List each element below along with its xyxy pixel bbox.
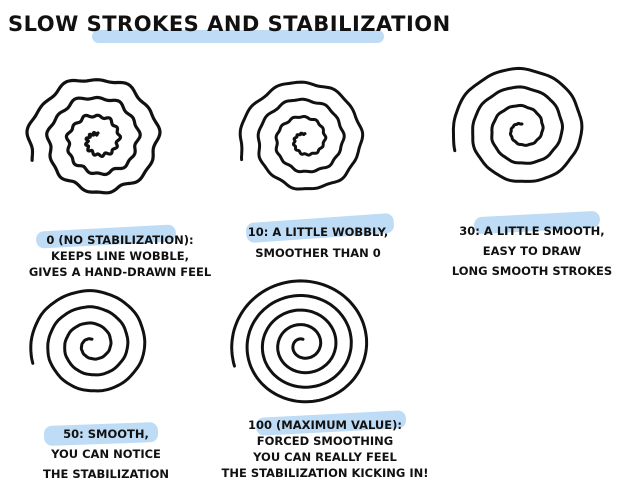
spiral-30 bbox=[451, 66, 584, 183]
caption-line: easy to draw bbox=[482, 244, 582, 258]
caption-line: gives a hand-drawn feel bbox=[28, 265, 212, 279]
caption-line: 50: smooth, bbox=[63, 427, 149, 441]
page-title: Slow strokes and stabilization bbox=[8, 12, 451, 36]
caption-0: 0 (no stabilization): keeps line wobble,… bbox=[29, 232, 211, 280]
caption-line: 30: a little smooth, bbox=[459, 224, 605, 238]
caption-line: the stabilization bbox=[43, 467, 169, 481]
caption-line: you can notice bbox=[51, 447, 161, 461]
title-highlight bbox=[92, 30, 384, 43]
spiral-0 bbox=[25, 78, 162, 195]
caption-line: the stabilization kicking in! bbox=[221, 466, 429, 480]
caption-line: 100 (maximum value): bbox=[248, 418, 402, 432]
caption-line: smoother than 0 bbox=[255, 246, 381, 260]
caption-line: long smooth strokes bbox=[451, 264, 613, 278]
caption-line: 10: a little wobbly, bbox=[247, 225, 389, 239]
caption-10: 10: a little wobbly, smoother than 0 bbox=[248, 222, 389, 264]
spiral-50 bbox=[29, 289, 147, 393]
caption-line: keeps line wobble, bbox=[51, 249, 189, 263]
caption-line: 0 (no stabilization): bbox=[46, 233, 194, 247]
spiral-100 bbox=[230, 279, 369, 404]
caption-line: you can really feel bbox=[253, 450, 397, 464]
caption-100: 100 (maximum value): forced smoothing yo… bbox=[221, 417, 428, 481]
caption-30: 30: a little smooth, easy to draw long s… bbox=[452, 221, 612, 281]
caption-50: 50: smooth, you can notice the stabiliza… bbox=[43, 424, 169, 484]
caption-line: forced smoothing bbox=[256, 434, 394, 448]
spiral-10 bbox=[238, 80, 365, 191]
